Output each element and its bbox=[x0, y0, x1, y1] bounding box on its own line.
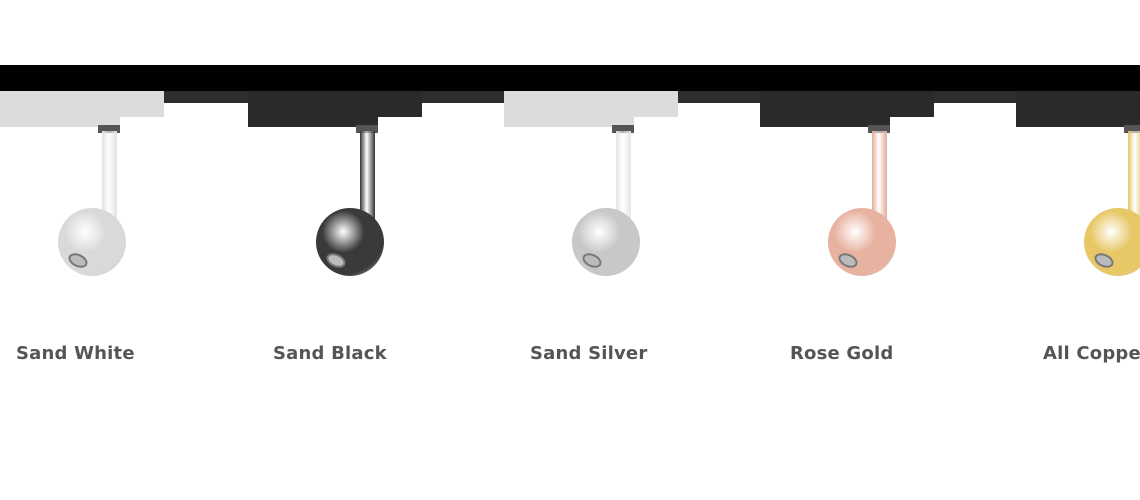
stem-mount bbox=[868, 125, 890, 133]
adapter-housing bbox=[248, 91, 378, 127]
stem-arm bbox=[102, 131, 117, 221]
adapter-housing bbox=[504, 91, 634, 127]
fixture-rose-gold[interactable] bbox=[760, 91, 960, 291]
adapter-connector bbox=[118, 91, 164, 117]
spotlight-head bbox=[1084, 208, 1140, 276]
product-label: All Copper bbox=[1043, 343, 1140, 364]
track-rail bbox=[0, 65, 1140, 91]
lens-icon bbox=[836, 250, 860, 271]
adapter-housing bbox=[0, 91, 120, 127]
spotlight-head bbox=[316, 208, 384, 276]
adapter-connector bbox=[632, 91, 678, 117]
adapter-housing bbox=[760, 91, 890, 127]
stem-arm bbox=[872, 131, 887, 221]
spotlight-head bbox=[572, 208, 640, 276]
product-label: Sand Black bbox=[273, 343, 387, 364]
stem-arm bbox=[616, 131, 631, 221]
stem-mount bbox=[356, 125, 378, 133]
stem-arm bbox=[1128, 131, 1140, 221]
product-label: Rose Gold bbox=[790, 343, 894, 364]
stem-arm bbox=[360, 131, 375, 221]
fixture-sand-white[interactable] bbox=[0, 91, 190, 291]
fixture-sand-black[interactable] bbox=[248, 91, 448, 291]
fixture-all-copper[interactable] bbox=[1016, 91, 1140, 291]
lens-icon bbox=[1092, 250, 1116, 271]
lens-icon bbox=[580, 250, 604, 271]
adapter-connector bbox=[376, 91, 422, 117]
spotlight-head bbox=[828, 208, 896, 276]
product-label: Sand White bbox=[16, 343, 135, 364]
fixture-sand-silver[interactable] bbox=[504, 91, 704, 291]
spotlight-head bbox=[58, 208, 126, 276]
lens-icon bbox=[66, 250, 90, 271]
adapter-housing bbox=[1016, 91, 1140, 127]
product-label: Sand Silver bbox=[530, 343, 648, 364]
stem-mount bbox=[612, 125, 634, 133]
stem-mount bbox=[1124, 125, 1140, 133]
stem-mount bbox=[98, 125, 120, 133]
lens-icon bbox=[324, 250, 348, 271]
adapter-connector bbox=[888, 91, 934, 117]
